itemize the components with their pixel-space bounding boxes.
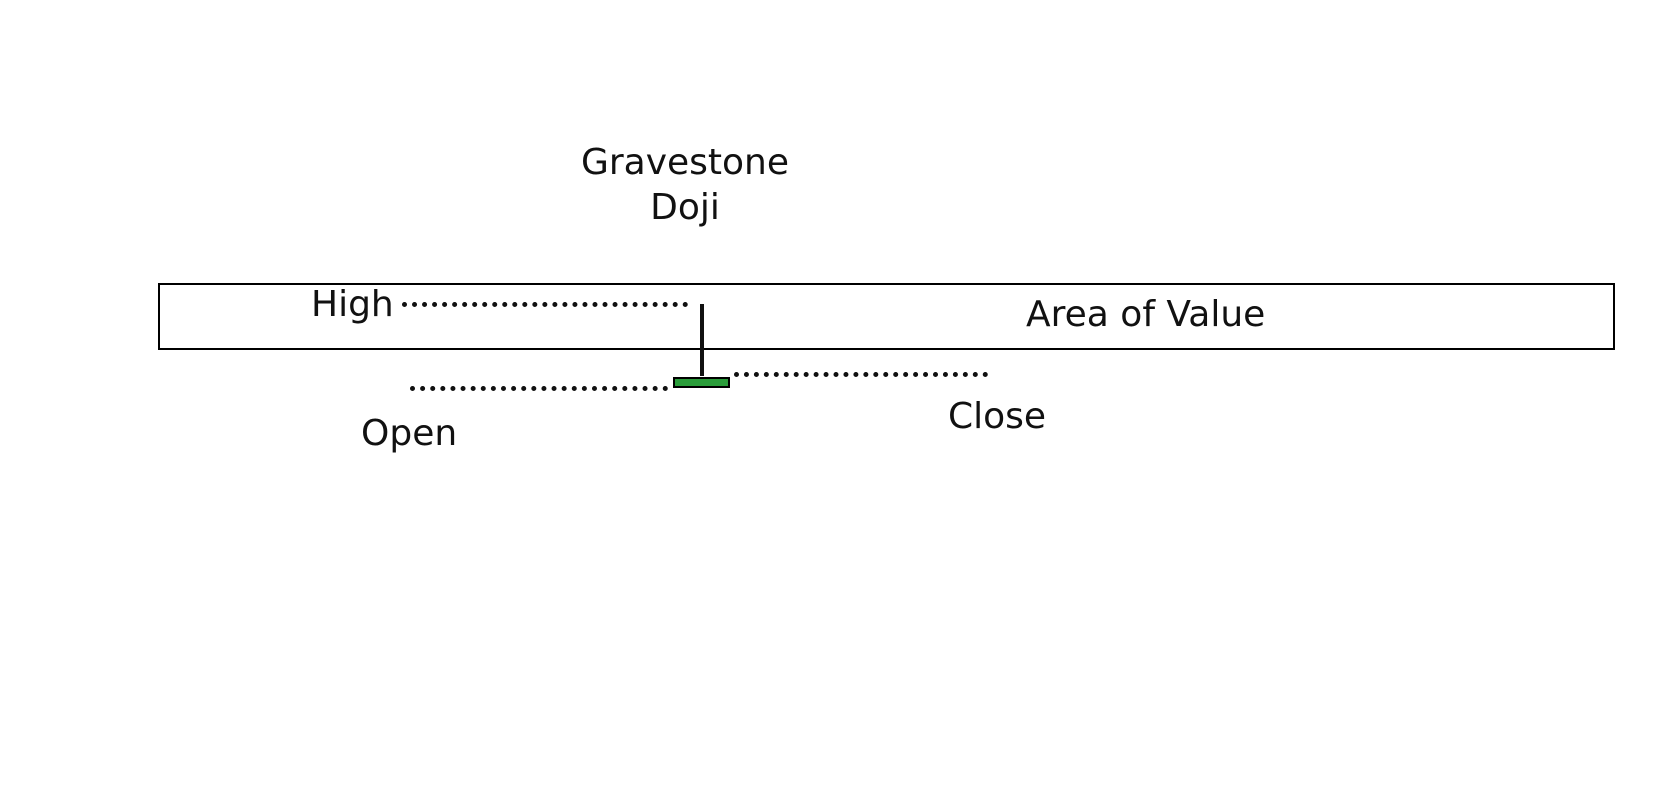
open-label: Open [361,413,458,454]
title-line-1: Gravestone [580,142,790,183]
close-label: Close [948,396,1047,437]
area-of-value-box [158,283,1615,350]
candle-body [673,377,730,388]
open-dotted-line [410,386,668,391]
title-line-2: Doji [650,187,720,228]
area-of-value-label: Area of Value [1026,294,1266,335]
close-dotted-line [734,372,988,377]
high-label: High [311,284,394,325]
diagram-title: Gravestone Doji [560,140,810,230]
candle-wick [700,304,704,376]
high-dotted-line [402,302,688,307]
